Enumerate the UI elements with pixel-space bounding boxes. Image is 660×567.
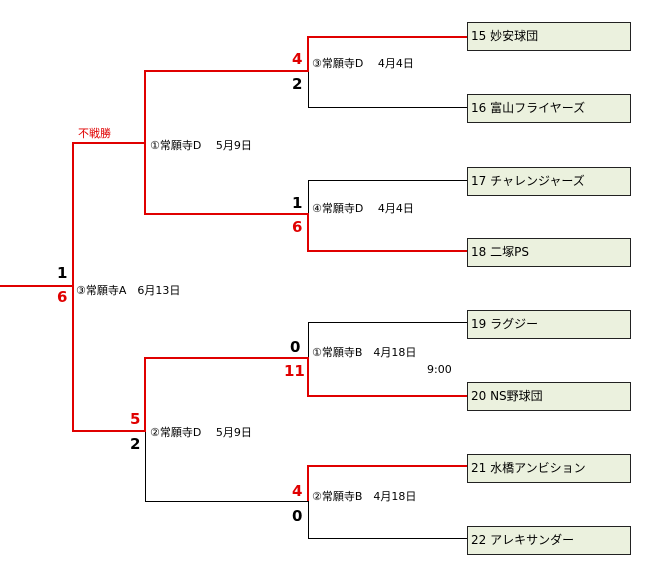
match-score: 5: [130, 410, 141, 428]
match-score: 1: [292, 194, 303, 212]
match-score: 6: [57, 288, 68, 306]
bracket-line: [308, 107, 467, 108]
team-box[interactable]: 20 NS野球団: [467, 382, 631, 411]
bracket-line: [308, 322, 467, 323]
bracket-line-winner: [72, 286, 74, 432]
team-box[interactable]: 17 チャレンジャーズ: [467, 167, 631, 196]
walkover-label: 不戦勝: [78, 127, 111, 140]
bracket-line: [145, 431, 146, 502]
match-score: 2: [292, 75, 303, 93]
bracket-line-winner: [307, 357, 309, 396]
team-box[interactable]: 19 ラグジー: [467, 310, 631, 339]
match-score: 4: [292, 482, 303, 500]
bracket-line-winner: [145, 357, 309, 359]
bracket-line: [308, 322, 309, 358]
bracket-line-winner: [307, 213, 309, 251]
match-info: ③常願寺A 6月13日: [76, 284, 181, 297]
team-box[interactable]: 16 富山フライヤーズ: [467, 94, 631, 123]
match-score: 2: [130, 435, 141, 453]
match-score: 0: [290, 338, 301, 356]
match-info: ②常願寺B 4月18日: [312, 490, 417, 503]
match-score: 11: [284, 362, 305, 380]
bracket-line-winner: [72, 430, 146, 432]
bracket-line-winner: [145, 70, 309, 72]
team-box[interactable]: 21 水橋アンビション: [467, 454, 631, 483]
bracket-line-winner: [307, 36, 309, 71]
bracket-line: [145, 501, 309, 502]
match-time: 9:00: [427, 363, 452, 376]
match-score: 1: [57, 264, 68, 282]
bracket-line-winner: [307, 250, 467, 252]
team-box[interactable]: 15 妙安球団: [467, 22, 631, 51]
bracket-line: [308, 180, 309, 214]
match-info: ①常願寺D 5月9日: [150, 139, 252, 152]
bracket-line: [308, 538, 467, 539]
match-score: 6: [292, 218, 303, 236]
bracket-line-winner: [72, 142, 74, 287]
bracket-line: [308, 501, 309, 539]
bracket-line: [308, 71, 309, 108]
bracket-line-winner: [144, 142, 146, 215]
team-box[interactable]: 18 二塚PS: [467, 238, 631, 267]
bracket-line-winner: [307, 395, 467, 397]
match-info: ②常願寺D 5月9日: [150, 426, 252, 439]
match-info: ④常願寺D 4月4日: [312, 202, 414, 215]
match-score: 4: [292, 50, 303, 68]
bracket-line: [308, 180, 467, 181]
bracket-line-winner: [72, 142, 146, 144]
bracket-line-winner: [307, 36, 467, 38]
bracket-line-winner: [144, 70, 146, 143]
bracket-line-winner: [307, 465, 309, 502]
match-score: 0: [292, 507, 303, 525]
bracket-line-winner: [144, 357, 146, 431]
bracket-line-winner: [0, 285, 74, 287]
team-box[interactable]: 22 アレキサンダー: [467, 526, 631, 555]
match-info: ③常願寺D 4月4日: [312, 57, 414, 70]
bracket-line-winner: [307, 465, 467, 467]
bracket-line-winner: [145, 213, 309, 215]
match-info: ①常願寺B 4月18日: [312, 346, 417, 359]
